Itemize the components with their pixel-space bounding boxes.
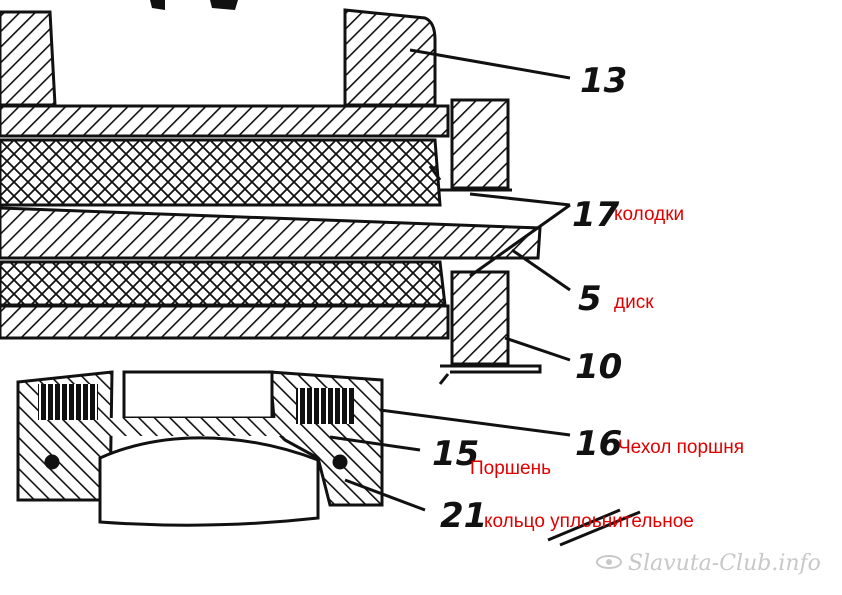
callouts: 13 17 колодки 5 диск 10 16 Чехол поршня … [432,61,744,536]
part-10-retainer [438,270,542,385]
leader-10 [504,336,571,362]
leader-lines [329,48,641,547]
leader-15 [329,435,421,452]
brake-disc [0,206,542,260]
stray-stroke [547,508,641,547]
callout-number-16: 16 [575,424,622,464]
upper-backing-plate [0,104,450,138]
callout-label-16: Чехол поршня [618,437,744,458]
eye-logo-icon [596,555,622,569]
leader-16 [379,408,571,437]
callout-number-17: 17 [572,195,620,235]
callout-number-5: 5 [578,279,602,319]
callout-label-5: диск [614,292,654,313]
upper-brake-pad [0,138,442,207]
leader-17a [469,192,571,207]
callout-number-10: 10 [575,347,622,387]
upper-retainer [440,98,512,192]
leader-17c [428,165,442,181]
leader-21 [344,478,426,512]
callout-label-17: колодки [614,204,684,225]
leader-17b [469,203,571,278]
leader-5 [511,248,571,292]
watermark: Slavuta-Club.info [596,551,821,576]
watermark-text: Slavuta-Club.info [628,551,821,576]
callout-number-15: 15 [432,434,479,474]
lower-backing-plate [0,304,450,340]
callout-number-21: 21 [440,496,487,536]
top-fragment [150,0,238,10]
callout-number-13: 13 [580,61,627,101]
part-13-bracket [0,8,437,107]
callout-label-21: кольцо уплоьнительное [484,511,694,532]
lower-brake-pad [0,260,447,307]
leader-13 [409,48,571,80]
piston-assembly [16,370,384,527]
callout-label-15: Поршень [470,458,551,479]
